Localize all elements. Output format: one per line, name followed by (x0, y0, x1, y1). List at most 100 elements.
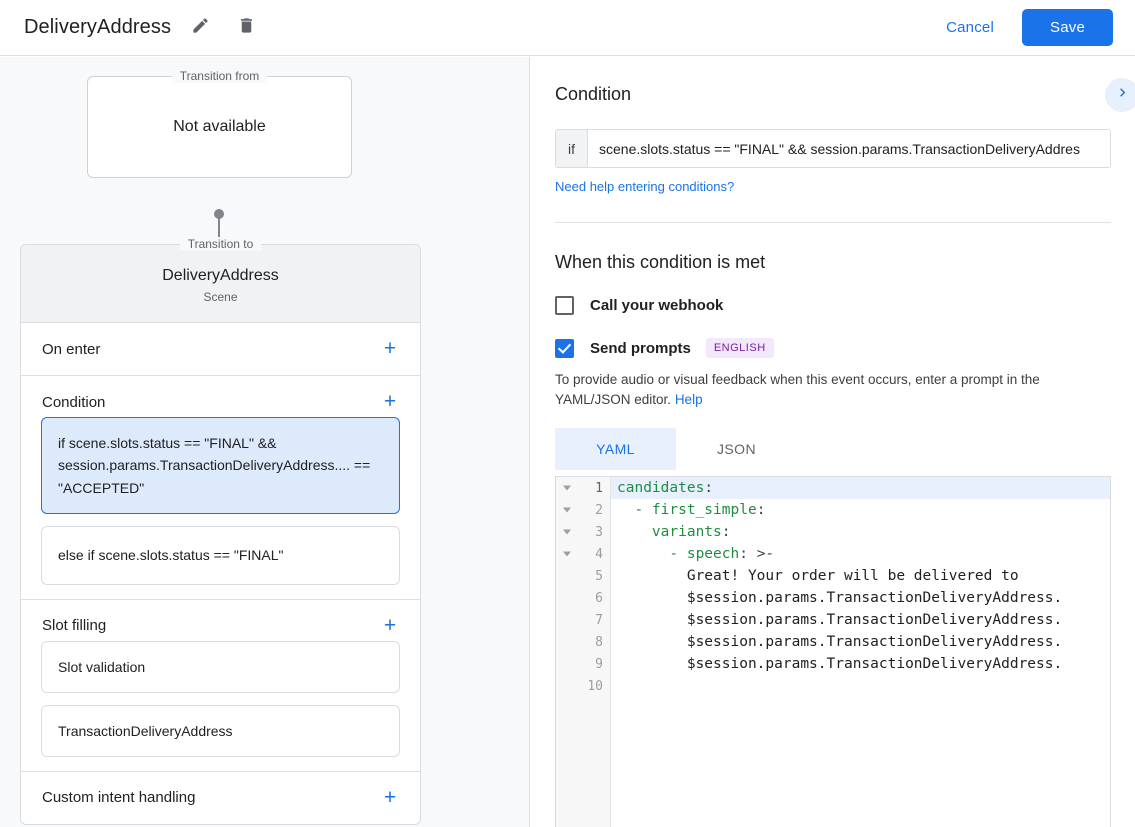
cancel-button[interactable]: Cancel (932, 11, 1008, 44)
line-number: 3 (595, 524, 603, 540)
delete-button[interactable] (229, 11, 263, 45)
code-token-key: - speech (669, 546, 740, 563)
tab-json[interactable]: JSON (717, 441, 756, 458)
add-slot-filling-icon[interactable]: + (383, 613, 397, 637)
send-prompts-checkbox[interactable] (555, 338, 574, 358)
code-line-6: $session.params.TransactionDeliveryAddre… (617, 590, 1063, 607)
code-line-1: candidates: (611, 477, 1110, 500)
code-token-key: variants (651, 524, 722, 541)
code-token-punct: : (704, 480, 714, 497)
when-condition-met-section: When this condition is met Call your web… (531, 223, 1135, 827)
section-on-enter: On enter + (21, 323, 420, 376)
call-webhook-checkbox[interactable] (555, 296, 574, 315)
condition-card-selected[interactable]: if scene.slots.status == "FINAL" && sess… (41, 417, 400, 515)
right-panel: Condition if Need help entering conditio… (531, 57, 1135, 827)
gutter-line-6: 6 (556, 587, 610, 609)
add-condition-icon[interactable]: + (383, 390, 397, 413)
save-button[interactable]: Save (1022, 9, 1113, 46)
need-help-conditions-link[interactable]: Need help entering conditions? (555, 179, 735, 194)
line-number: 1 (595, 480, 603, 496)
transition-from-box: Transition from Not available (87, 69, 352, 178)
send-prompts-label: Send prompts (590, 339, 691, 357)
section-label-custom-intent-handling: Custom intent handling (42, 789, 196, 807)
code-line-4: - speech: >- (611, 543, 1110, 565)
code-line-8: $session.params.TransactionDeliveryAddre… (617, 634, 1063, 651)
code-token-key: - first_simple (634, 502, 757, 519)
format-tabs: YAML JSON (555, 428, 1111, 471)
slot-card-transaction-delivery-address[interactable]: TransactionDeliveryAddress (41, 704, 400, 757)
trash-icon (237, 16, 256, 40)
add-on-enter-icon[interactable]: + (383, 337, 397, 360)
condition-list: if scene.slots.status == "FINAL" && sess… (21, 417, 420, 599)
prompts-helper-text: To provide audio or visual feedback when… (555, 370, 1111, 409)
line-number: 10 (587, 678, 603, 694)
line-number: 2 (595, 502, 603, 518)
line-number: 4 (595, 546, 603, 562)
transition-to-header: Transition to DeliveryAddress Scene (21, 237, 420, 323)
section-header-condition[interactable]: Condition + (21, 376, 420, 417)
fold-caret-down-icon[interactable] (563, 551, 571, 557)
transition-to-subtitle: Scene (203, 290, 238, 304)
condition-input-row: if (555, 129, 1111, 168)
gutter-line-10: 10 (556, 675, 610, 697)
line-number: 6 (595, 590, 603, 606)
code-token-punct: : >- (739, 546, 775, 563)
transition-from-value: Not available (173, 118, 266, 135)
edit-title-button[interactable] (183, 11, 217, 45)
section-label-on-enter: On enter (42, 340, 101, 358)
add-custom-intent-icon[interactable]: + (383, 785, 397, 809)
code-line-7: $session.params.TransactionDeliveryAddre… (617, 612, 1063, 629)
section-header-slot-filling[interactable]: Slot filling + (21, 600, 420, 641)
expand-panel-button[interactable] (1105, 78, 1135, 112)
section-label-slot-filling: Slot filling (42, 617, 107, 635)
page-title: DeliveryAddress (24, 16, 172, 38)
editor-code-area[interactable]: candidates: - first_simple: variants: - … (611, 477, 1110, 827)
line-number: 5 (595, 568, 603, 584)
line-number: 8 (595, 634, 603, 650)
slot-list: Slot validation TransactionDeliveryAddre… (21, 640, 420, 771)
send-prompts-row: Send prompts ENGLISH (555, 338, 1111, 358)
condition-input[interactable] (588, 130, 1110, 167)
section-header-on-enter[interactable]: On enter + (21, 323, 420, 375)
section-slot-filling: Slot filling + Slot validation Transacti… (21, 600, 420, 772)
gutter-line-3: 3 (556, 521, 610, 543)
condition-card[interactable]: else if scene.slots.status == "FINAL" (41, 526, 400, 585)
top-app-bar: DeliveryAddress Cancel Save (0, 0, 1135, 56)
gutter-line-2: 2 (556, 499, 610, 521)
prompts-helper-sentence: To provide audio or visual feedback when… (555, 372, 1040, 407)
section-header-custom-intent-handling[interactable]: Custom intent handling + (21, 772, 420, 824)
gutter-line-9: 9 (556, 653, 610, 675)
left-panel: Transition from Not available Transition… (0, 57, 530, 827)
code-token-punct: : (756, 502, 766, 519)
gutter-line-5: 5 (556, 565, 610, 587)
transition-from-legend: Transition from (171, 69, 268, 83)
condition-if-prefix: if (556, 130, 588, 167)
fold-caret-down-icon[interactable] (563, 529, 571, 535)
transition-to-card: Transition to DeliveryAddress Scene On e… (20, 237, 421, 825)
webhook-row: Call your webhook (555, 296, 1111, 315)
condition-section-title: Condition (555, 84, 632, 104)
transition-to-legend: Transition to (179, 237, 262, 251)
pencil-icon (191, 16, 210, 40)
section-label-condition: Condition (42, 393, 106, 411)
code-line-2: - first_simple: (611, 499, 1110, 521)
fold-caret-down-icon[interactable] (563, 485, 571, 491)
transition-to-title: DeliveryAddress (162, 267, 279, 284)
code-line-5: Great! Your order will be delivered to (617, 568, 1019, 585)
prompts-help-link[interactable]: Help (674, 391, 703, 407)
line-number: 9 (595, 656, 603, 672)
slot-card-validation[interactable]: Slot validation (41, 640, 400, 693)
gutter-line-4: 4 (556, 543, 610, 565)
fold-caret-down-icon[interactable] (563, 507, 571, 513)
condition-editor-section: Condition if Need help entering conditio… (531, 57, 1135, 223)
code-line-3: variants: (611, 521, 1110, 543)
section-divider (555, 222, 1111, 223)
section-custom-intent-handling: Custom intent handling + (21, 772, 420, 824)
section-condition: Condition + if scene.slots.status == "FI… (21, 376, 420, 600)
code-token-punct: : (721, 524, 731, 541)
when-condition-met-title: When this condition is met (555, 252, 766, 272)
tab-yaml[interactable]: YAML (555, 428, 676, 471)
